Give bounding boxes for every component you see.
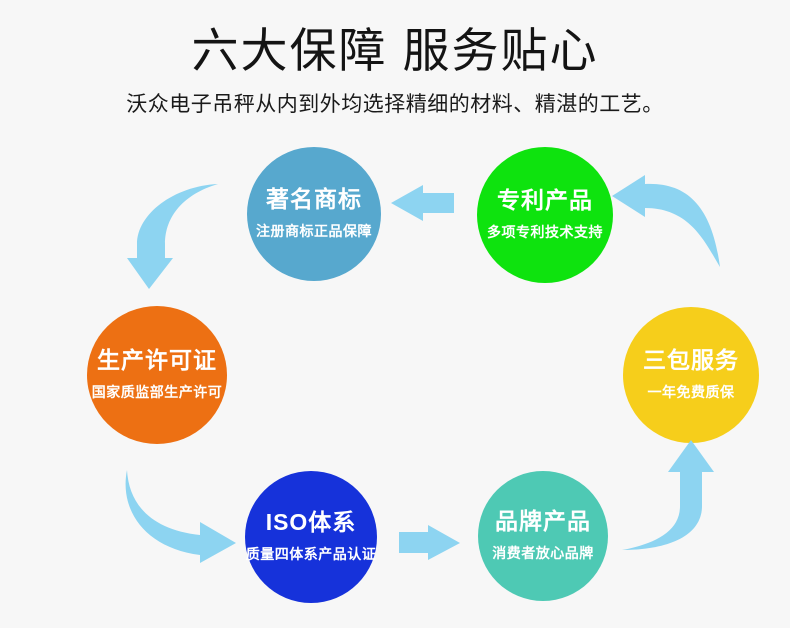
badge-brand-product: 品牌产品 消费者放心品牌	[478, 471, 608, 601]
badge-famous-trademark-subtitle: 注册商标正品保障	[256, 222, 372, 239]
arrow-curve-trademark-to-license-icon	[127, 184, 218, 289]
badge-brand-product-title: 品牌产品	[495, 508, 591, 535]
badge-three-guarantee-service-subtitle: 一年免费质保	[647, 383, 735, 400]
arrow-curve-brand-to-service-icon	[622, 440, 714, 550]
badge-production-license-subtitle: 国家质监部生产许可	[91, 383, 223, 400]
badge-patent-product-title: 专利产品	[497, 187, 593, 214]
badge-three-guarantee-service-title: 三包服务	[643, 347, 739, 374]
badge-patent-product-subtitle: 多项专利技术支持	[487, 223, 603, 240]
badge-famous-trademark: 著名商标 注册商标正品保障	[247, 147, 381, 281]
page-title: 六大保障 服务贴心	[191, 24, 599, 77]
badge-iso-system: ISO体系 质量四体系产品认证	[245, 471, 377, 603]
header: 六大保障 服务贴心 沃众电子吊秤从内到外均选择精细的材料、精湛的工艺。	[0, 24, 790, 118]
badge-production-license: 生产许可证 国家质监部生产许可	[87, 306, 227, 444]
badge-production-license-title: 生产许可证	[97, 347, 217, 374]
page-subtitle: 沃众电子吊秤从内到外均选择精细的材料、精湛的工艺。	[126, 93, 664, 117]
badge-brand-product-subtitle: 消费者放心品牌	[492, 544, 594, 561]
arrow-right-iso-to-brand-icon	[399, 525, 460, 560]
badge-iso-system-subtitle: 质量四体系产品认证	[245, 545, 377, 562]
badge-patent-product: 专利产品 多项专利技术支持	[477, 147, 613, 283]
badge-three-guarantee-service: 三包服务 一年免费质保	[623, 307, 759, 443]
badge-iso-system-title: ISO体系	[265, 509, 357, 536]
arrow-curve-service-to-patent-icon	[612, 175, 720, 267]
arrow-curve-license-to-iso-icon	[125, 470, 236, 563]
arrow-left-patent-to-trademark-icon	[391, 185, 454, 221]
badge-famous-trademark-title: 著名商标	[266, 186, 362, 213]
